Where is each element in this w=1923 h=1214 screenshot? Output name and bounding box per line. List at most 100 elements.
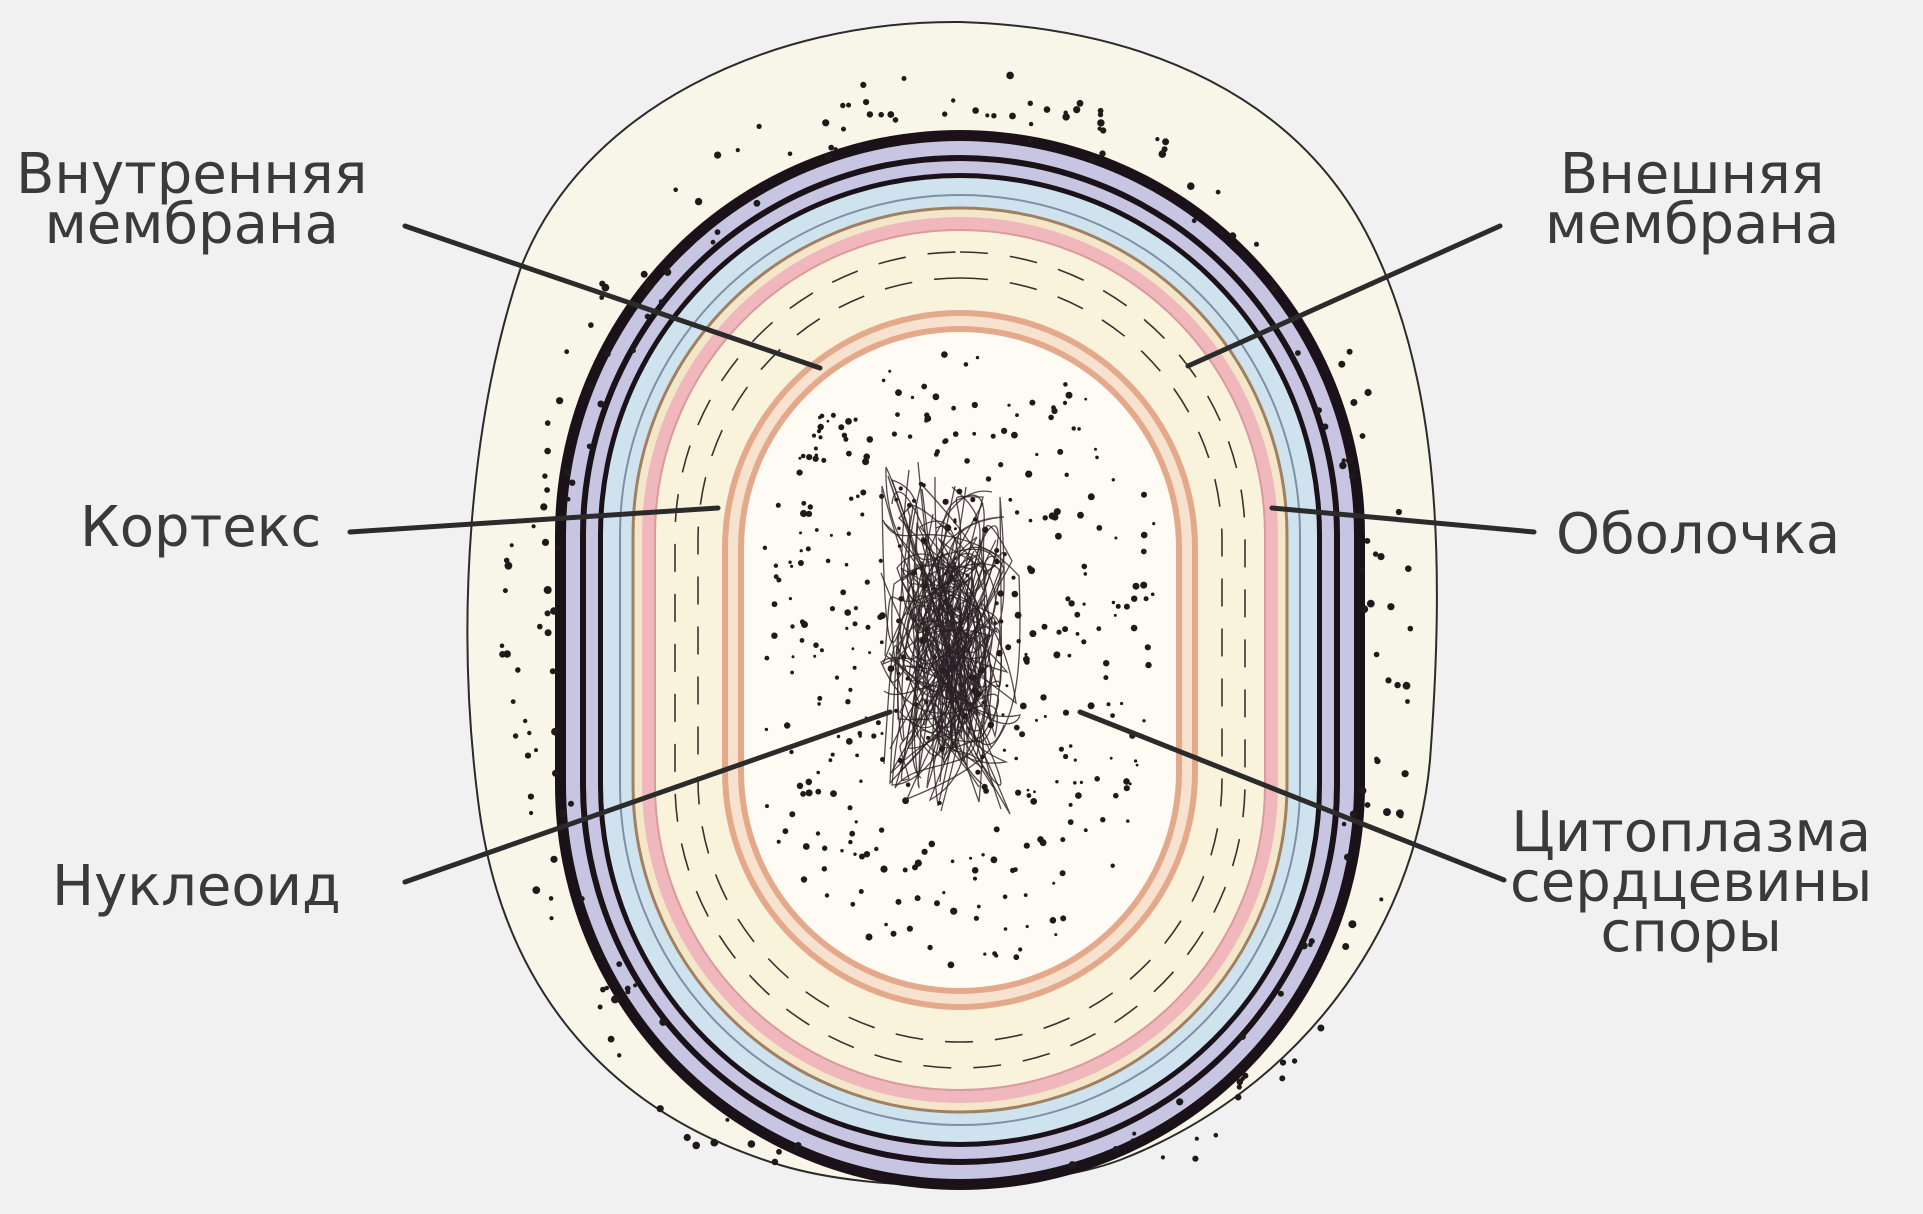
core-dot bbox=[897, 527, 900, 530]
core-dot bbox=[822, 866, 827, 871]
exosporium-dot bbox=[725, 1118, 729, 1122]
exosporium-dot bbox=[710, 1139, 718, 1147]
exosporium-dot bbox=[794, 1148, 798, 1152]
core-dot bbox=[1116, 604, 1121, 609]
exosporium-dot bbox=[1396, 509, 1402, 515]
core-dot bbox=[800, 791, 806, 797]
core-dot bbox=[1025, 471, 1032, 478]
exosporium-dot bbox=[599, 281, 605, 287]
exosporium-dot bbox=[597, 401, 604, 408]
core-dot bbox=[1136, 764, 1139, 767]
core-dot bbox=[859, 889, 864, 894]
core-dot bbox=[888, 370, 891, 373]
core-dot bbox=[815, 528, 819, 532]
exosporium-dot bbox=[1405, 565, 1412, 572]
exosporium-dot bbox=[616, 961, 622, 967]
core-dot bbox=[1011, 432, 1018, 439]
core-dot bbox=[813, 456, 819, 462]
exosporium-dot bbox=[1162, 138, 1169, 145]
core-dot bbox=[1074, 759, 1077, 762]
exosporium-dot bbox=[559, 810, 566, 817]
core-dot bbox=[1068, 600, 1074, 606]
exosporium-dot bbox=[1098, 127, 1102, 131]
exosporium-dot bbox=[1300, 942, 1307, 949]
core-dot bbox=[866, 934, 873, 941]
exosporium-dot bbox=[513, 733, 518, 738]
core-dot bbox=[830, 790, 837, 797]
core-dot bbox=[835, 676, 839, 680]
core-dot bbox=[1068, 819, 1074, 825]
exosporium-dot bbox=[586, 383, 594, 391]
exosporium-dot bbox=[673, 188, 678, 193]
core-dot bbox=[1114, 537, 1117, 540]
exosporium-dot bbox=[684, 1134, 691, 1141]
exosporium-dot bbox=[625, 989, 630, 994]
exosporium-dot bbox=[878, 112, 884, 118]
core-dot bbox=[817, 702, 821, 706]
exosporium-dot bbox=[1374, 652, 1380, 658]
exosporium-dot bbox=[505, 562, 513, 570]
core-dot bbox=[1124, 604, 1130, 610]
core-dot bbox=[1120, 702, 1123, 705]
core-dot bbox=[1103, 660, 1109, 666]
core-dot bbox=[1057, 449, 1063, 455]
exosporium-dot bbox=[1254, 242, 1259, 247]
core-dot bbox=[862, 458, 869, 465]
core-dot bbox=[783, 828, 789, 834]
core-dot bbox=[776, 578, 781, 583]
exosporium-dot bbox=[1338, 361, 1345, 368]
exosporium-dot bbox=[549, 916, 553, 920]
core-dot bbox=[1027, 793, 1032, 798]
core-dot bbox=[867, 436, 874, 443]
core-dot bbox=[1011, 576, 1015, 580]
core-dot bbox=[866, 625, 871, 630]
exosporium-dot bbox=[991, 113, 996, 118]
exosporium-dot bbox=[1348, 920, 1356, 928]
core-dot bbox=[1124, 785, 1130, 791]
exosporium-dot bbox=[1176, 1098, 1183, 1105]
core-dot bbox=[772, 601, 778, 607]
core-dot bbox=[895, 389, 902, 396]
core-dot bbox=[895, 412, 900, 417]
exosporium-dot bbox=[523, 719, 527, 723]
core-dot bbox=[1062, 626, 1068, 632]
exosporium-dot bbox=[532, 886, 540, 894]
core-dot bbox=[814, 447, 818, 451]
core-dot bbox=[924, 412, 929, 417]
core-dot bbox=[1134, 759, 1137, 762]
exosporium-dot bbox=[1132, 1132, 1136, 1136]
core-dot bbox=[1126, 819, 1129, 822]
exosporium-dot bbox=[550, 668, 556, 674]
exosporium-dot bbox=[1155, 137, 1159, 141]
core-dot bbox=[856, 495, 860, 499]
exosporium-dot bbox=[633, 983, 637, 987]
exosporium-dot bbox=[1099, 150, 1105, 156]
core-dot bbox=[848, 805, 853, 810]
core-dot bbox=[896, 899, 902, 905]
core-dot bbox=[848, 840, 852, 844]
core-dot bbox=[853, 666, 857, 670]
exosporium-dot bbox=[1394, 682, 1400, 688]
core-dot bbox=[854, 606, 858, 610]
exosporium-dot bbox=[568, 801, 574, 807]
core-dot bbox=[948, 962, 955, 969]
core-dot bbox=[992, 951, 997, 956]
exosporium-dot bbox=[534, 748, 538, 752]
core-dot bbox=[1044, 715, 1047, 718]
exosporium-dot bbox=[569, 480, 575, 486]
exosporium-dot bbox=[566, 497, 571, 502]
exosporium-dot bbox=[1240, 1077, 1245, 1082]
exosporium-dot bbox=[1310, 914, 1315, 919]
core-dot bbox=[906, 783, 911, 788]
core-dot bbox=[776, 503, 781, 508]
exosporium-dot bbox=[1342, 822, 1347, 827]
exosporium-dot bbox=[695, 198, 702, 205]
core-dot bbox=[969, 857, 972, 860]
exosporium-dot bbox=[532, 524, 536, 528]
exosporium-dot bbox=[846, 103, 851, 108]
core-dot bbox=[1096, 525, 1102, 531]
exosporium-dot bbox=[664, 269, 671, 276]
label-inner-membrane: Внутренняя мембрана bbox=[16, 150, 367, 250]
exosporium-dot bbox=[545, 420, 551, 426]
